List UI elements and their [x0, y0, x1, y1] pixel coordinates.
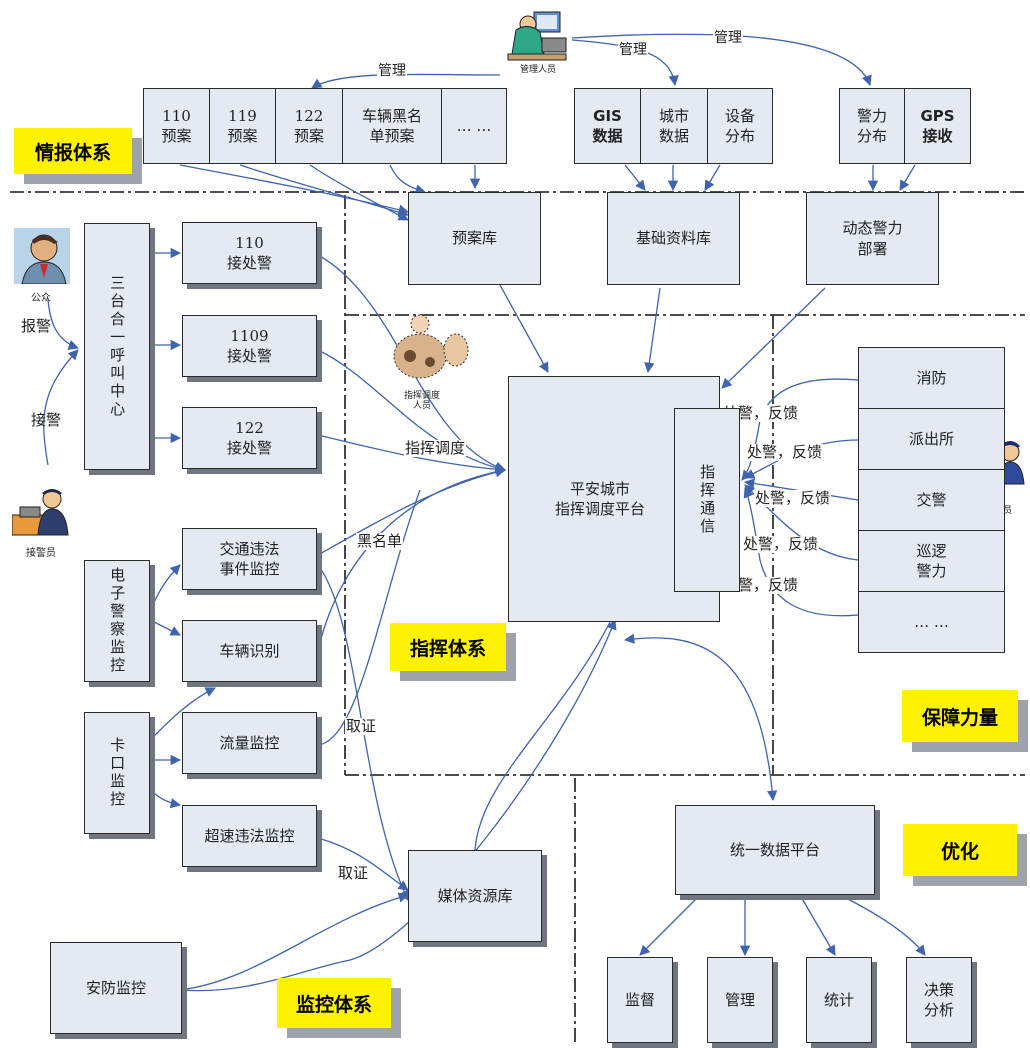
- manager-caption: 管理人员: [519, 65, 556, 75]
- manager-icon: [506, 10, 568, 62]
- traffic-police-box: 交警: [858, 469, 1005, 531]
- vehicle-id-box: 车辆识别: [182, 620, 317, 682]
- dynamic-deploy-box: 动态警力 部署: [806, 192, 939, 285]
- report-label: 报警: [21, 317, 52, 335]
- tag-monitor-system: 监控体系: [277, 978, 391, 1028]
- plan-119-box: 119 预案: [209, 88, 276, 164]
- supervise-box: 监督: [607, 957, 673, 1043]
- handler-122-box: 122 接处警: [182, 407, 317, 469]
- tag-support-force: 保障力量: [902, 690, 1018, 742]
- operator-caption: 接警员: [26, 548, 56, 559]
- plan-blacklist-box: 车辆黑名 单预案: [342, 88, 442, 164]
- label-dispatch-feedback-1: 处警，反馈: [722, 404, 800, 422]
- decision-box: 决策 分析: [906, 957, 972, 1043]
- label-manage-3: 管理: [713, 30, 743, 47]
- manage-box: 管理: [707, 957, 773, 1043]
- label-command-dispatch: 指挥调度: [404, 439, 467, 457]
- label-dispatch-feedback-5: 处警，反馈: [722, 576, 800, 594]
- tag-command-system: 指挥体系: [390, 623, 506, 671]
- data-platform-box: 统一数据平台: [675, 805, 875, 895]
- e-police-box: 电子警察监控: [84, 560, 150, 682]
- call-center-box: 三台合一呼叫中心: [84, 223, 150, 470]
- plan-lib-box: 预案库: [408, 192, 541, 285]
- tag-intel-system: 情报体系: [14, 128, 132, 174]
- gis-data-box: GIS 数据: [574, 88, 641, 164]
- speeding-box: 超速违法监控: [182, 805, 317, 867]
- command-comm-box: 指挥通信: [674, 408, 740, 592]
- base-lib-box: 基础资料库: [607, 192, 740, 285]
- force-more-box: … …: [858, 591, 1005, 653]
- label-evidence-1: 取证: [345, 717, 378, 735]
- plan-122-box: 122 预案: [275, 88, 343, 164]
- security-monitor-box: 安防监控: [50, 942, 182, 1034]
- label-manage-2: 管理: [618, 42, 648, 59]
- platform-text: 平安城市 指挥调度平台: [555, 479, 646, 518]
- handler-1109-box: 1109 接处警: [182, 315, 317, 377]
- label-evidence-2: 取证: [337, 864, 370, 882]
- tag-optimize: 优化: [903, 824, 1017, 876]
- label-dispatch-feedback-2: 处警，反馈: [746, 443, 824, 461]
- label-dispatch-feedback-3: 处警，反馈: [754, 489, 832, 507]
- traffic-violation-box: 交通违法 事件监控: [182, 528, 317, 590]
- receive-label: 接警: [31, 411, 62, 429]
- city-data-box: 城市 数据: [640, 88, 708, 164]
- fire-box: 消防: [858, 347, 1005, 409]
- station-box: 派出所: [858, 408, 1005, 470]
- label-manage-1: 管理: [377, 63, 407, 80]
- checkpoint-box: 卡口监控: [84, 712, 150, 834]
- public-icon: [14, 228, 70, 285]
- police-dist-box: 警力 分布: [839, 88, 905, 164]
- gps-box: GPS 接收: [904, 88, 971, 164]
- gps-text: GPS 接收: [920, 106, 955, 145]
- handler-110-box: 110 接处警: [182, 222, 317, 284]
- operator-icon: [11, 485, 72, 539]
- dispatcher-caption: 指挥调度 人员: [403, 391, 440, 411]
- media-lib-box: 媒体资源库: [408, 850, 542, 942]
- patrol-box: 巡逻 警力: [858, 530, 1005, 592]
- label-dispatch-feedback-4: 处警，反馈: [742, 535, 820, 553]
- equipment-box: 设备 分布: [707, 88, 773, 164]
- plan-110-box: 110 预案: [143, 88, 210, 164]
- label-blacklist: 黑名单: [356, 532, 404, 550]
- gis-data-text: GIS 数据: [592, 106, 623, 145]
- stats-box: 统计: [806, 957, 872, 1043]
- public-label: 公众: [31, 293, 51, 304]
- plan-more-box: … …: [441, 88, 507, 164]
- dispatcher-icon: [390, 312, 470, 382]
- flow-monitor-box: 流量监控: [182, 712, 317, 774]
